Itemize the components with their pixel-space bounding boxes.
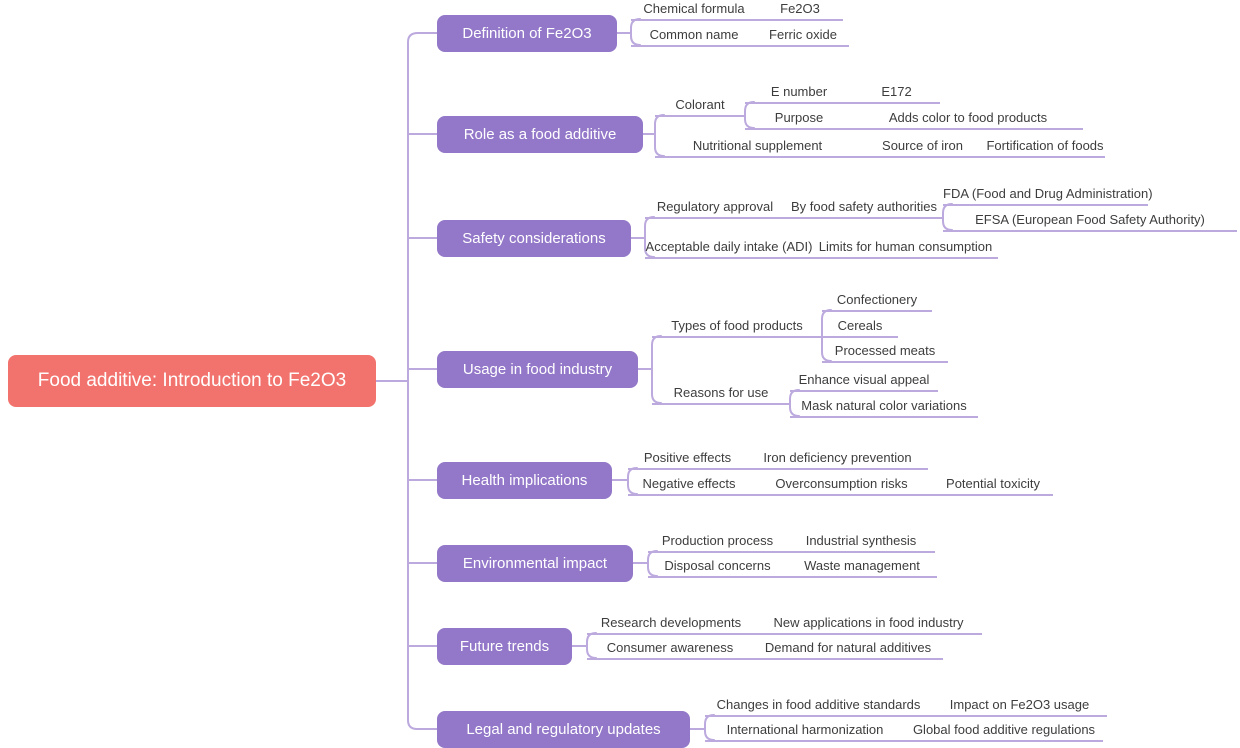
topic-reasons-for-use[interactable]: Reasons for use xyxy=(652,383,790,405)
topic-common-name[interactable]: Common name xyxy=(631,25,757,47)
topic-fda[interactable]: FDA (Food and Drug Administration) xyxy=(943,184,1153,206)
branch-node-usage[interactable]: Usage in food industry xyxy=(437,351,638,388)
topic-production-process[interactable]: Production process xyxy=(648,531,787,553)
topic-purpose[interactable]: Purpose xyxy=(745,108,853,130)
topic-enhance-appeal[interactable]: Enhance visual appeal xyxy=(790,370,938,392)
topic-potential-toxicity[interactable]: Potential toxicity xyxy=(933,474,1053,496)
branch-node-role[interactable]: Role as a food additive xyxy=(437,116,643,153)
trunk-line xyxy=(407,32,438,730)
topic-confectionery[interactable]: Confectionery xyxy=(822,290,932,312)
topic-food-product-types[interactable]: Types of food products xyxy=(652,316,822,338)
branch-node-safety[interactable]: Safety considerations xyxy=(437,220,631,257)
topic-limits-consumption[interactable]: Limits for human consumption xyxy=(813,237,998,259)
topic-overconsumption[interactable]: Overconsumption risks xyxy=(750,474,933,496)
root-node[interactable]: Food additive: Introduction to Fe2O3 xyxy=(8,355,376,407)
topic-natural-additives-demand[interactable]: Demand for natural additives xyxy=(753,638,943,660)
topic-colorant[interactable]: Colorant xyxy=(655,95,745,117)
topic-e-number[interactable]: E number xyxy=(745,82,853,104)
topic-nutritional-supplement[interactable]: Nutritional supplement xyxy=(655,136,860,158)
topic-chemical-formula[interactable]: Chemical formula xyxy=(631,0,757,21)
trunk-stubs xyxy=(407,133,438,647)
topic-waste-management[interactable]: Waste management xyxy=(787,556,937,578)
branch-node-environmental[interactable]: Environmental impact xyxy=(437,545,633,582)
topic-fe2o3-value[interactable]: Fe2O3 xyxy=(757,0,843,21)
topic-new-applications[interactable]: New applications in food industry xyxy=(755,613,982,635)
topic-regulatory-approval[interactable]: Regulatory approval xyxy=(645,197,785,219)
topic-fortification[interactable]: Fortification of foods xyxy=(985,136,1105,158)
topic-cereals[interactable]: Cereals xyxy=(822,316,898,338)
topic-efsa[interactable]: EFSA (European Food Safety Authority) xyxy=(943,210,1237,232)
topic-fe2o3-usage-impact[interactable]: Impact on Fe2O3 usage xyxy=(932,695,1107,717)
topic-food-safety-authorities[interactable]: By food safety authorities xyxy=(785,197,943,219)
topic-adi[interactable]: Acceptable daily intake (ADI) xyxy=(645,237,813,259)
topic-industrial-synthesis[interactable]: Industrial synthesis xyxy=(787,531,935,553)
topic-adds-color[interactable]: Adds color to food products xyxy=(853,108,1083,130)
branch-node-legal[interactable]: Legal and regulatory updates xyxy=(437,711,690,748)
topic-source-of-iron[interactable]: Source of iron xyxy=(860,136,985,158)
branch-node-future[interactable]: Future trends xyxy=(437,628,572,665)
topic-iron-deficiency[interactable]: Iron deficiency prevention xyxy=(747,448,928,470)
branch-node-definition[interactable]: Definition of Fe2O3 xyxy=(437,15,617,52)
topic-consumer-awareness[interactable]: Consumer awareness xyxy=(587,638,753,660)
topic-mask-color[interactable]: Mask natural color variations xyxy=(790,396,978,418)
topic-positive-effects[interactable]: Positive effects xyxy=(628,448,747,470)
topic-ferric-oxide[interactable]: Ferric oxide xyxy=(757,25,849,47)
topic-negative-effects[interactable]: Negative effects xyxy=(628,474,750,496)
topic-research-developments[interactable]: Research developments xyxy=(587,613,755,635)
topic-processed-meats[interactable]: Processed meats xyxy=(822,341,948,363)
topic-international-harmonization[interactable]: International harmonization xyxy=(705,720,905,742)
topic-e172[interactable]: E172 xyxy=(853,82,940,104)
topic-global-regulations[interactable]: Global food additive regulations xyxy=(905,720,1103,742)
branch-node-health[interactable]: Health implications xyxy=(437,462,612,499)
topic-disposal-concerns[interactable]: Disposal concerns xyxy=(648,556,787,578)
topic-standards-changes[interactable]: Changes in food additive standards xyxy=(705,695,932,717)
